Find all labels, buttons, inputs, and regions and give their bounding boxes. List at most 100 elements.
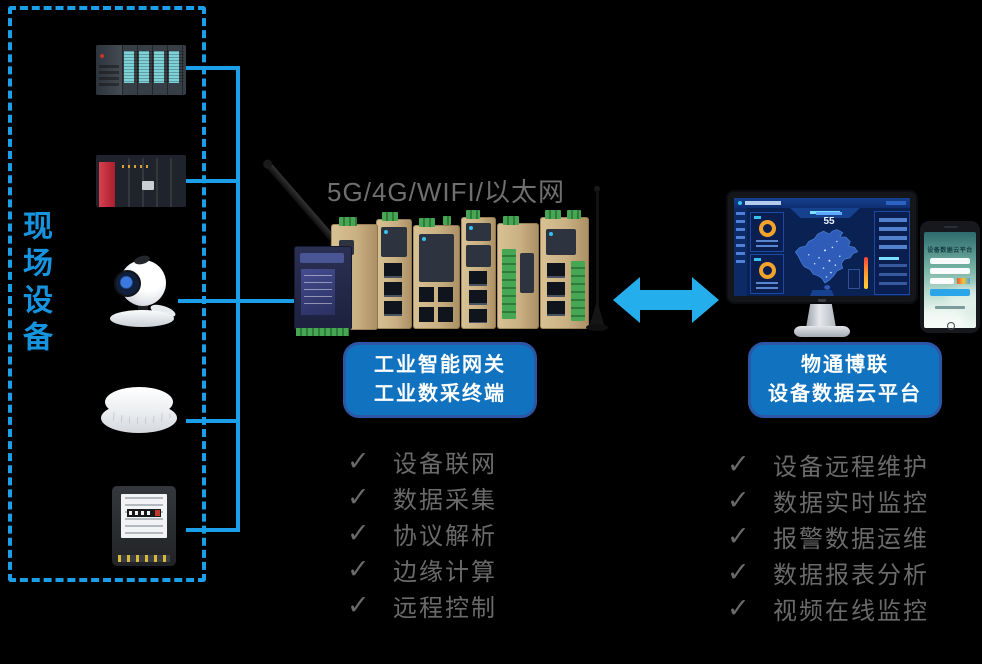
feature-label: 设备联网 (393, 450, 497, 478)
feature-item: ✓ 设备远程维护 (727, 446, 929, 482)
ethernet-ports (469, 271, 487, 323)
terminal-connector (382, 212, 398, 221)
plc-serial-port (142, 181, 154, 190)
gateway-device-4 (413, 216, 460, 329)
rod-antenna-icon (596, 190, 599, 312)
gateway-label-line2: 工业数采终端 (374, 383, 506, 405)
connector-line-smoke (186, 419, 240, 423)
feature-item: ✓ 边缘计算 (347, 551, 497, 587)
smoke-detector-dome (105, 387, 173, 417)
donut-gauge-icon (758, 220, 776, 237)
device-front-panel (381, 227, 407, 257)
cloud-label-box: 物通博联 设备数据云平台 (748, 342, 942, 418)
status-led (469, 226, 473, 230)
check-icon: ✓ (347, 517, 370, 548)
plc-status-led (100, 54, 104, 58)
gateway-device-7 (540, 210, 589, 329)
arrow-left-head (613, 277, 640, 323)
info-rows (879, 218, 907, 252)
dashboard-gauge-panel-2 (750, 254, 784, 294)
panel-legend-dot (754, 258, 761, 261)
feature-label: 边缘计算 (393, 558, 497, 586)
china-map (788, 228, 862, 292)
info-rows-secondary (879, 264, 907, 290)
phone-footer-text-bar (935, 306, 965, 309)
connector-line-plc1 (186, 66, 240, 70)
monitor-brand-logo (818, 299, 826, 302)
password-field (930, 268, 970, 274)
device-bus-line (236, 66, 240, 532)
network-types-label: 5G/4G/WIFI/以太网 (327, 177, 565, 207)
plc-mitsubishi-icon (96, 155, 186, 207)
feature-label: 协议解析 (393, 522, 497, 550)
phone-app-title: 设备数据云平台 (927, 248, 973, 254)
camera-lens (114, 270, 141, 297)
check-icon: ✓ (347, 445, 370, 476)
phone-home-button (947, 322, 955, 330)
io-terminal-block (571, 261, 585, 321)
map-panel-subtitle-bar (816, 212, 842, 215)
feature-item: ✓ 数据采集 (347, 479, 497, 515)
device-front-panel (301, 269, 335, 315)
username-field (930, 258, 970, 264)
plc-module-separators (122, 45, 186, 95)
device-label-strip (300, 253, 344, 263)
energy-meter-icon (112, 486, 176, 566)
io-terminal-block (502, 249, 516, 319)
panel-legend-dot (754, 216, 761, 219)
plc-indicator-leds (122, 165, 152, 168)
terminal-connector (339, 217, 357, 226)
rod-antenna-base (586, 324, 608, 331)
phone-speaker (944, 226, 958, 228)
gateway-device-1 (294, 246, 352, 336)
feature-item: ✓ 设备联网 (347, 443, 497, 479)
feature-item: ✓ 视频在线监控 (727, 590, 929, 626)
antenna-connector (443, 216, 451, 225)
feature-label: 远程控制 (393, 594, 497, 622)
info-section-title-bar (879, 257, 899, 260)
connector-line-meter (186, 528, 240, 532)
device-front-panel (546, 229, 576, 255)
dashboard-logo-icon (738, 201, 742, 205)
feature-item: ✓ 协议解析 (347, 515, 497, 551)
status-led (422, 237, 426, 241)
feature-label: 报警数据运维 (773, 525, 929, 553)
dashboard-gauge-panel-1 (750, 212, 784, 252)
captcha-image (957, 278, 970, 284)
monitor-icon: 55 (726, 190, 918, 304)
dashboard-sidebar (734, 208, 747, 296)
device-front-panel (520, 253, 534, 293)
check-icon: ✓ (727, 484, 750, 515)
gateway-device-6 (497, 216, 539, 329)
meter-counter (127, 509, 161, 517)
feature-label: 设备远程维护 (773, 453, 929, 481)
feature-label: 数据实时监控 (773, 489, 929, 517)
cloud-decoration (924, 306, 966, 328)
captcha-field (930, 278, 954, 284)
dashboard-screen: 55 (734, 198, 910, 296)
feature-label: 视频在线监控 (773, 597, 929, 625)
dashboard-info-panel (874, 211, 910, 295)
plc-cpu-module (96, 45, 122, 95)
device-front-panel (466, 245, 491, 267)
donut-gauge-icon (758, 262, 776, 279)
feature-item: ✓ 数据报表分析 (727, 554, 929, 590)
status-led (384, 230, 388, 234)
dashboard-header (734, 198, 910, 208)
panel-text-bars (756, 282, 778, 289)
connector-line-plc2 (186, 179, 240, 183)
dashboard-map-panel: 55 (786, 211, 872, 295)
meter-faceplate (121, 494, 167, 538)
plc-siemens-icon (96, 45, 186, 95)
camera-base (110, 310, 174, 327)
heat-scale-bar (864, 257, 868, 289)
gateway-feature-list: ✓ 设备联网 ✓ 数据采集 ✓ 协议解析 ✓ 边缘计算 ✓ 远程控制 (347, 443, 497, 623)
smoke-detector-icon (101, 387, 177, 435)
ethernet-ports (547, 263, 565, 320)
check-icon: ✓ (727, 592, 750, 623)
cloud-label-line1: 物通博联 (801, 354, 889, 376)
feature-item: ✓ 远程控制 (347, 587, 497, 623)
feature-label: 数据报表分析 (773, 561, 929, 589)
check-icon: ✓ (727, 520, 750, 551)
